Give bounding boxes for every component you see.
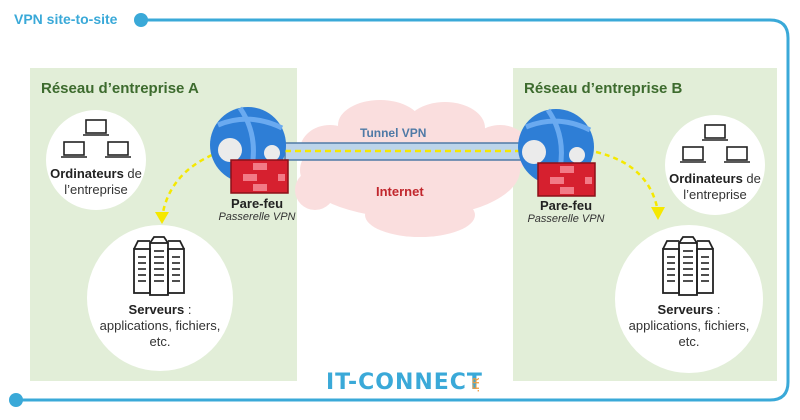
frame-line xyxy=(22,18,790,402)
firewall-label-a: Pare-feu Passerelle VPN xyxy=(212,196,302,223)
zone-a-title: Réseau d’entreprise A xyxy=(41,80,199,97)
internet-cloud xyxy=(295,100,530,237)
firewall-title-a: Pare-feu xyxy=(230,196,284,211)
servers-icon xyxy=(133,236,185,296)
servers-node-a: Serveurs : applications, fichiers, etc. xyxy=(87,225,233,371)
servers-line2-a: applications, fichiers, xyxy=(99,318,221,333)
servers-line3-a: etc. xyxy=(149,334,171,349)
tunnel-label: Tunnel VPN xyxy=(360,126,427,140)
servers-rest-a: : xyxy=(184,302,192,317)
arrow-head-a xyxy=(155,212,169,224)
servers-line3-b: etc. xyxy=(678,334,700,349)
firewall-subtitle-a: Passerelle VPN xyxy=(218,211,296,223)
computers-bold-a: Ordinateurs xyxy=(50,166,124,181)
servers-rest-b: : xyxy=(713,302,721,317)
vpn-tunnel xyxy=(284,142,526,161)
zone-b-title: Réseau d’entreprise B xyxy=(524,80,683,97)
frame-end-dot xyxy=(9,393,23,407)
computers-rest-a: de xyxy=(123,166,142,181)
frame-start-dot xyxy=(134,13,148,27)
arrow-head-b xyxy=(651,207,665,220)
computers-line2-a: l’entreprise xyxy=(64,182,128,197)
servers-line2-b: applications, fichiers, xyxy=(628,318,750,333)
computers-line2-b: l’entreprise xyxy=(683,187,747,202)
path-arrow-a xyxy=(160,153,213,219)
computers-bold-b: Ordinateurs xyxy=(669,171,743,186)
it-connect-logo-suffix: .FR xyxy=(471,377,481,393)
servers-bold-a: Serveurs xyxy=(128,302,185,317)
firewall-subtitle-b: Passerelle VPN xyxy=(527,213,605,225)
firewall-title-b: Pare-feu xyxy=(539,198,593,213)
firewall-label-b: Pare-feu Passerelle VPN xyxy=(521,198,611,225)
computers-rest-b: de xyxy=(742,171,761,186)
diagram-title: VPN site-to-site xyxy=(14,11,118,27)
laptops-icon xyxy=(61,119,131,158)
internet-label: Internet xyxy=(376,184,424,199)
laptops-icon xyxy=(680,124,750,163)
firewall-icon-a xyxy=(230,159,289,194)
servers-bold-b: Serveurs xyxy=(657,302,714,317)
path-arrow-b xyxy=(595,150,660,213)
it-connect-logo: IT-CONNECT xyxy=(326,370,483,395)
computers-node-b: Ordinateurs de l’entreprise xyxy=(665,115,765,215)
firewall-icon-b xyxy=(537,162,596,197)
servers-node-b: Serveurs : applications, fichiers, etc. xyxy=(615,225,763,373)
computers-node-a: Ordinateurs de l’entreprise xyxy=(46,110,146,210)
servers-icon xyxy=(662,236,714,296)
